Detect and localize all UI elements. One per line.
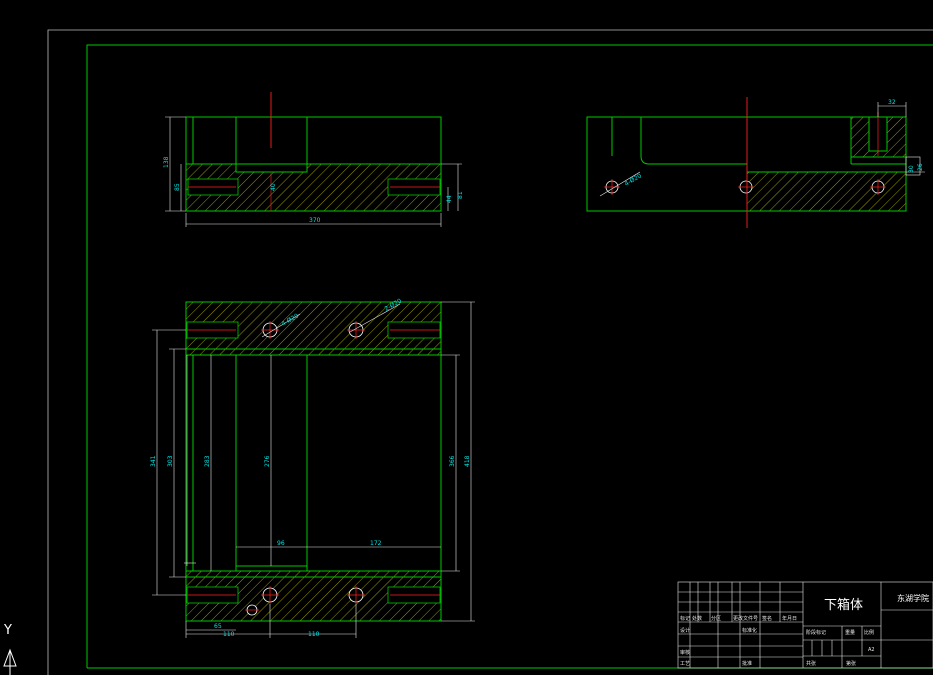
sheet-border xyxy=(47,29,933,675)
top-view-hole-3 xyxy=(261,586,279,604)
top-dim-bottom-3: 110 xyxy=(308,631,320,638)
title-block-part-name: 下箱体 xyxy=(824,597,863,613)
title-block-row-12: 审核 xyxy=(680,649,690,656)
front-dim-right-inner: 44 xyxy=(446,195,453,203)
title-block-row-13: 工艺 xyxy=(680,661,690,667)
top-dim-height-2: 303 xyxy=(167,455,174,467)
top-view-hole-5 xyxy=(245,604,259,616)
side-dim-r1: 30 xyxy=(908,165,915,173)
top-dim-height-right-2: 418 xyxy=(464,455,471,467)
title-block[interactable]: 下箱体 东湖学院 A2 标记 处数 分区 更改文件号 签名 年月日 设计 标准化… xyxy=(677,581,933,669)
side-dim-r2: 26 xyxy=(917,163,924,171)
top-dim-height-1: 341 xyxy=(150,455,157,467)
top-view-hole-1 xyxy=(261,321,279,339)
ucs-y-label: Y xyxy=(3,623,12,638)
title-block-row-3: 分区 xyxy=(711,615,721,622)
title-block-row-5: 签名 xyxy=(762,615,772,622)
top-dim-bottom-2: 110 xyxy=(223,631,235,638)
front-dim-height-left: 138 xyxy=(163,156,170,168)
title-block-row-4: 更改文件号 xyxy=(733,615,758,622)
title-block-row-2: 处数 xyxy=(692,615,702,622)
top-view-slot-top-left xyxy=(186,321,239,339)
top-dim-bottom-1: 65 xyxy=(214,623,222,630)
front-dim-mid: 40 xyxy=(270,183,277,191)
side-view-hole-right xyxy=(870,179,886,195)
top-dim-height-right-1: 366 xyxy=(449,455,456,467)
title-block-row-10: 重量 xyxy=(845,629,855,636)
title-block-row-9: 阶段标记 xyxy=(806,629,826,636)
top-view-slot-top-right xyxy=(387,321,441,339)
title-block-scale: A2 xyxy=(868,647,875,653)
front-view-slot-right xyxy=(387,178,441,196)
top-dim-height-4: 276 xyxy=(264,455,271,467)
top-view-slot-bottom-right xyxy=(387,586,441,604)
front-dim-overall-width: 370 xyxy=(309,217,321,224)
title-block-organization: 东湖学院 xyxy=(897,593,929,603)
front-dim-height-inner: 85 xyxy=(174,183,181,191)
title-block-row-7: 设计 xyxy=(680,627,690,634)
title-block-row-15: 共张 xyxy=(806,660,816,667)
front-view[interactable]: 370 138 85 40 81 44 xyxy=(163,92,464,227)
title-block-row-1: 标记 xyxy=(680,615,690,622)
top-dim-inner-right: 172 xyxy=(370,540,382,547)
side-view-hole-mid xyxy=(738,180,754,194)
front-view-slot-left xyxy=(187,178,239,196)
title-block-row-6: 年月日 xyxy=(782,615,797,622)
top-view-slot-bottom-left xyxy=(186,586,239,604)
top-dim-inner-left: 96 xyxy=(277,540,285,547)
top-view-hole-4 xyxy=(347,586,365,604)
top-dim-height-3: 283 xyxy=(204,455,211,467)
top-view-outline xyxy=(185,301,442,622)
front-dim-right-outer: 81 xyxy=(457,191,464,199)
side-view-hole-left xyxy=(604,179,620,195)
title-block-row-14: 批准 xyxy=(742,660,752,667)
ucs-icon: Y xyxy=(3,623,17,675)
top-view[interactable]: 4-Ø20 2-Ø20 xyxy=(150,297,475,638)
side-dim-top-width: 32 xyxy=(888,99,896,106)
side-view[interactable]: 4-Ø20 32 30 26 xyxy=(586,97,925,228)
title-block-row-11: 比例 xyxy=(864,629,874,636)
title-block-row-8: 标准化 xyxy=(742,627,757,634)
title-block-row-16: 第张 xyxy=(846,660,856,667)
